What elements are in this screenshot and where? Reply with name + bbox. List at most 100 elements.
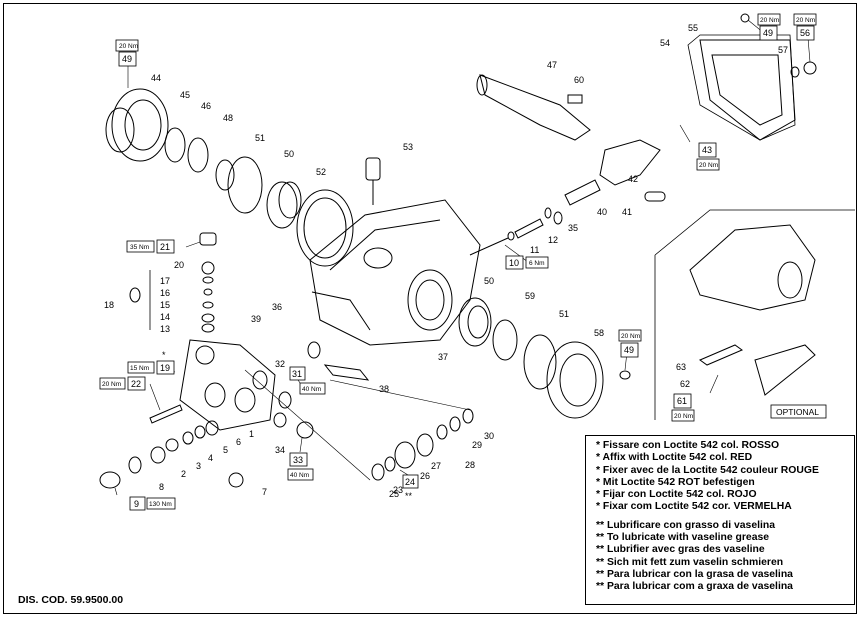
- torque-callout: 43 20 Nm: [696, 142, 720, 171]
- note-line: ** Para lubricar com a graxa de vaselina: [596, 581, 793, 593]
- torque-callout: 20 Nm 56: [793, 13, 817, 41]
- svg-text:OPTIONAL: OPTIONAL: [776, 407, 819, 417]
- plunger-12: [514, 218, 544, 239]
- seal-25: [394, 441, 416, 469]
- drawing-frame: [3, 3, 857, 614]
- part-label: 58: [594, 328, 604, 338]
- torque-callout: 20 Nm 49: [618, 329, 642, 358]
- part-label: 11: [530, 245, 539, 255]
- ring-23: [371, 463, 385, 481]
- washer-32: [278, 391, 292, 409]
- part-label: 42: [628, 174, 638, 184]
- part-label: 39: [251, 314, 261, 324]
- oring-11: [507, 231, 515, 241]
- valve-18: [129, 287, 141, 303]
- part-label: 26: [420, 471, 430, 481]
- note-line: * Fixer avec de la Loctite 542 couleur R…: [596, 464, 819, 476]
- svg-text:20 Nm: 20 Nm: [102, 381, 121, 388]
- torque-callout: 24 **: [402, 474, 419, 501]
- svg-text:20 Nm: 20 Nm: [119, 43, 138, 50]
- crankcase-optional: [689, 224, 816, 311]
- flange-58: [546, 341, 604, 419]
- svg-text:49: 49: [624, 345, 634, 355]
- note-line: ** Sich mit fett zum vaselin schmieren: [596, 556, 784, 568]
- svg-text:43: 43: [702, 145, 712, 155]
- svg-text:20 Nm: 20 Nm: [699, 162, 718, 169]
- part-label: 60: [574, 75, 584, 85]
- part-label: 52: [316, 167, 326, 177]
- part-label: 5: [223, 445, 228, 455]
- part-label: 18: [104, 300, 114, 310]
- part-label: 23: [393, 485, 403, 495]
- note-line: * Affix with Loctite 542 col. RED: [596, 452, 753, 464]
- part-label: 63: [676, 362, 686, 372]
- part-label: 40: [597, 207, 607, 217]
- optional-label: OPTIONAL: [770, 404, 827, 419]
- note-line: ** Lubrificare con grasso di vaselina: [596, 519, 776, 531]
- flange-44: [105, 88, 169, 162]
- note-line: * Fixar com Loctite 542 cor. VERMELHA: [596, 501, 792, 513]
- svg-text:49: 49: [763, 28, 773, 38]
- part-label: 38: [379, 384, 389, 394]
- plug-33: [296, 421, 314, 439]
- svg-text:20 Nm: 20 Nm: [796, 17, 815, 24]
- part-label: 45: [180, 90, 190, 100]
- plunger-rod-10: [469, 237, 509, 256]
- part-label: 53: [403, 142, 413, 152]
- gasket-52: [296, 189, 354, 267]
- torque-callout: 31 40 Nm: [289, 366, 326, 395]
- part-label: 35: [568, 223, 578, 233]
- torque-callout: 20 Nm 49: [115, 39, 139, 67]
- svg-text:35 Nm: 35 Nm: [130, 244, 149, 251]
- oring-51-right: [523, 334, 557, 390]
- part-label: 4: [208, 453, 213, 463]
- part-label: 48: [223, 113, 233, 123]
- part-label: 46: [201, 101, 211, 111]
- part-label: 59: [525, 291, 535, 301]
- note-line: * Fissare con Loctite 542 col. ROSSO: [596, 440, 780, 451]
- crankcase-37: [309, 199, 481, 346]
- torque-callouts: 20 Nm 49 20 Nm 49 20 Nm 56 43 20 Nm 35 N…: [99, 13, 817, 511]
- part-label: 28: [465, 460, 475, 470]
- spring-3: [165, 438, 179, 452]
- connecting-rod-42: [599, 139, 661, 186]
- loctite-notes-box: * Fissare con Loctite 542 col. ROSSO * A…: [585, 435, 855, 605]
- torque-callout: 20 Nm 49: [757, 13, 781, 41]
- svg-text:61: 61: [677, 396, 687, 406]
- part-label: 8: [159, 482, 164, 492]
- part-label: 41: [622, 207, 632, 217]
- part-labels: 44 45 46 48 51 50 52 53 47 60 54 55 57 4…: [104, 23, 788, 499]
- key-60: [567, 94, 583, 104]
- bearing-50-right: [458, 297, 492, 347]
- ring-48: [215, 159, 235, 191]
- part-label: 57: [778, 45, 788, 55]
- svg-text:40 Nm: 40 Nm: [290, 472, 309, 479]
- part-label: 50: [284, 149, 294, 159]
- svg-text:56: 56: [800, 28, 810, 38]
- part-label: 51: [255, 133, 265, 143]
- ring-30: [462, 408, 474, 424]
- svg-text:31: 31: [292, 369, 302, 379]
- seal-24: [384, 456, 396, 472]
- optional-divider: [654, 209, 855, 256]
- ring-4: [182, 431, 194, 445]
- bracket-63: [698, 344, 744, 366]
- svg-text:24: 24: [405, 477, 415, 487]
- part-label: 54: [660, 38, 670, 48]
- svg-text:**: **: [405, 491, 413, 501]
- seal-59: [492, 319, 518, 361]
- note-line: ** Lubrifier avec gras des vaseline: [596, 544, 765, 556]
- part-label: 6: [236, 437, 241, 447]
- svg-text:20 Nm: 20 Nm: [621, 333, 640, 340]
- crankshaft-47: [476, 74, 591, 141]
- part-label: 12: [548, 235, 558, 245]
- plug-21: [199, 232, 217, 246]
- svg-text:22: 22: [131, 379, 141, 389]
- part-label: 44: [151, 73, 161, 83]
- part-label: 62: [680, 379, 690, 389]
- part-label: 3: [196, 461, 201, 471]
- svg-text:6 Nm: 6 Nm: [529, 260, 545, 267]
- torque-callout: 61 20 Nm: [671, 393, 695, 422]
- svg-text:20 Nm: 20 Nm: [760, 17, 779, 24]
- note-line: * Fijar con Loctite 542 col. ROJO: [596, 489, 757, 501]
